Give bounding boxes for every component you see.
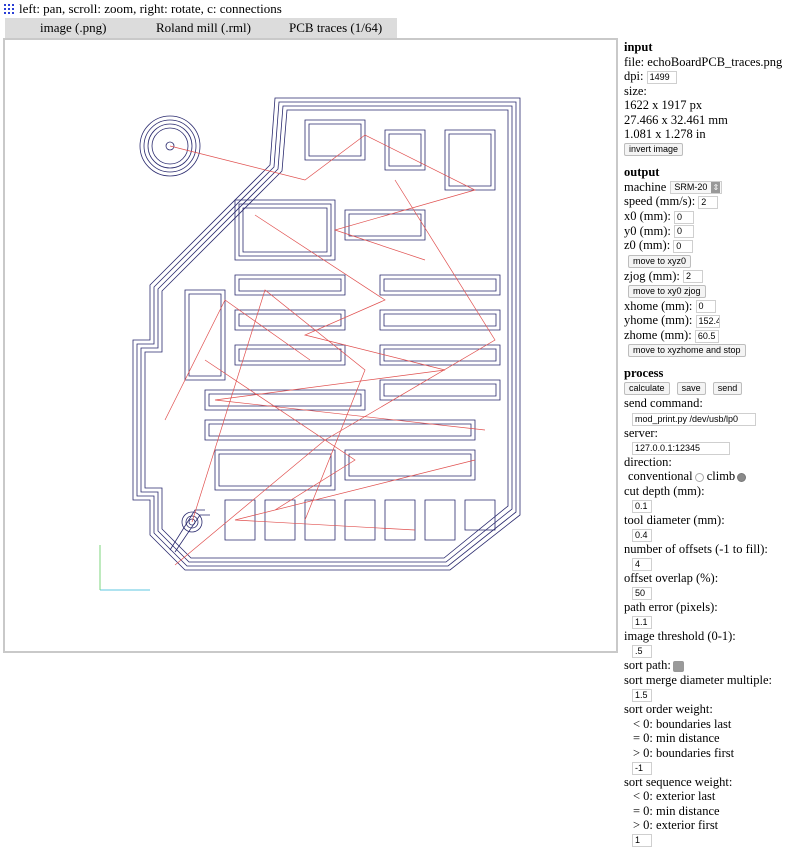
direction-label: direction: (624, 454, 672, 469)
sort-path-label: sort path: (624, 658, 671, 673)
conventional-radio[interactable] (694, 472, 704, 482)
dpi-input[interactable]: 1499 (646, 70, 677, 84)
output-heading: output (624, 165, 660, 180)
z0-label: z0 (mm): (624, 238, 671, 253)
input-section: input file: echoBoardPCB_traces.png dpi:… (624, 40, 800, 157)
sequence-weight-label: sort sequence weight: (624, 774, 733, 789)
speed-input[interactable]: 2 (698, 196, 719, 209)
tab-bar: image (.png) Roland mill (.rml) PCB trac… (5, 18, 397, 38)
climb-radio[interactable] (737, 472, 747, 482)
order-gt-text: > 0: boundaries first (633, 745, 735, 760)
sequence-weight-input[interactable]: 1 (632, 834, 652, 848)
yhome-label: yhome (mm): (624, 313, 693, 328)
move-to-xyzhome-button[interactable]: move to xyzhome and stop (628, 344, 746, 358)
toolpath-viewport[interactable] (3, 38, 618, 653)
seq-gt-text: > 0: exterior first (633, 818, 719, 833)
yhome-input[interactable]: 152.4 (695, 315, 720, 328)
server-label: server: (624, 425, 659, 440)
machine-label: machine (624, 179, 667, 194)
offsets-input[interactable]: 4 (632, 558, 652, 571)
controls-hint: left: pan, scroll: zoom, right: rotate, … (19, 1, 282, 16)
save-button[interactable]: save (676, 382, 706, 396)
size-label: size: (624, 83, 647, 98)
order-eq-text: = 0: min distance (633, 731, 720, 745)
settings-panel: input file: echoBoardPCB_traces.png dpi:… (624, 40, 800, 851)
dpi-label: dpi: (624, 69, 647, 83)
threshold-input[interactable]: .5 (632, 645, 652, 659)
toolpath-offsets (132, 97, 521, 571)
cut-depth-input[interactable]: 0.1 (632, 499, 652, 513)
path-connections (164, 134, 496, 566)
send-button[interactable]: send (712, 382, 743, 396)
calculate-button[interactable]: calculate (624, 382, 670, 396)
conventional-label: conventional (628, 469, 693, 484)
sort-path-checkbox[interactable] (672, 661, 684, 672)
toolpath-canvas[interactable] (5, 40, 616, 651)
origin-axes (99, 545, 150, 591)
cut-depth-label: cut depth (mm): (624, 483, 705, 498)
file-name: echoBoardPCB_traces.png (647, 54, 783, 69)
size-in: 1.081 x 1.278 in (624, 127, 706, 142)
tab-image-png[interactable]: image (.png) (40, 20, 107, 35)
order-weight-input[interactable]: -1 (632, 761, 652, 775)
climb-label: climb (706, 469, 736, 484)
size-mm: 27.466 x 32.461 mm (624, 112, 728, 127)
x0-label: x0 (mm): (624, 209, 671, 223)
order-weight-label: sort order weight: (624, 702, 713, 716)
tab-pcb-traces[interactable]: PCB traces (1/64) (289, 20, 383, 35)
zjog-input[interactable]: 2 (683, 270, 704, 284)
server-input[interactable]: 127.0.0.1:12345 (632, 441, 730, 455)
offsets-label: number of offsets (-1 to fill): (624, 541, 768, 556)
process-heading: process (624, 366, 664, 381)
y0-label: y0 (mm): (624, 223, 671, 238)
file-row: file: echoBoardPCB_traces.png (624, 55, 800, 70)
threshold-label: image threshold (0-1): (624, 629, 736, 644)
x0-input[interactable]: 0 (674, 210, 694, 224)
move-to-xyz0-button[interactable]: move to xyz0 (628, 254, 692, 268)
zjog-label: zjog (mm): (624, 268, 680, 283)
path-error-input[interactable]: 1.1 (632, 616, 652, 630)
xhome-input[interactable]: 0 (695, 300, 716, 314)
send-command-input[interactable]: mod_print.py /dev/usb/lp0 (632, 412, 756, 426)
zhome-label: zhome (mm): (624, 328, 692, 342)
machine-select[interactable]: SRM-20 (670, 181, 723, 195)
z0-input[interactable]: 0 (673, 239, 694, 253)
size-px: 1622 x 1917 px (624, 98, 703, 113)
move-to-xy0-zjog-button[interactable]: move to xy0 zjog (628, 284, 706, 298)
merge-label: sort merge diameter multiple: (624, 672, 772, 687)
input-heading: input (624, 40, 653, 54)
merge-input[interactable]: 1.5 (632, 689, 652, 702)
path-error-label: path error (pixels): (624, 600, 718, 615)
file-label: file: (624, 54, 648, 69)
tool-diameter-input[interactable]: 0.4 (632, 528, 652, 542)
overlap-label: offset overlap (%): (624, 571, 719, 585)
send-command-label: send command: (624, 396, 703, 411)
seq-lt-text: < 0: exterior last (633, 789, 716, 804)
y0-input[interactable]: 0 (674, 225, 694, 239)
top-bar: left: pan, scroll: zoom, right: rotate, … (0, 0, 800, 18)
invert-image-button[interactable]: invert image (624, 143, 684, 157)
process-section: process calculate save send send command… (624, 366, 800, 848)
overlap-input[interactable]: 50 (632, 587, 652, 601)
zhome-input[interactable]: 60.5 (694, 329, 719, 343)
xhome-label: xhome (mm): (624, 298, 693, 313)
tab-roland-mill[interactable]: Roland mill (.rml) (156, 20, 251, 35)
tool-diameter-label: tool diameter (mm): (624, 512, 725, 527)
order-lt-text: < 0: boundaries last (633, 716, 732, 731)
seq-eq-text: = 0: min distance (633, 803, 720, 818)
dpi-row: dpi: 1499 (624, 69, 800, 84)
speed-label: speed (mm/s): (624, 194, 696, 209)
grid-icon (3, 3, 15, 15)
